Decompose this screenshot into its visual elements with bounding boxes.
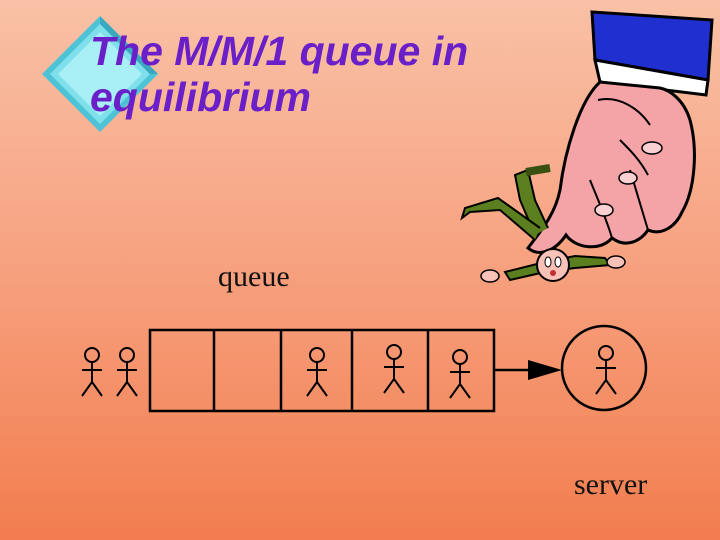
arrow-to-server bbox=[494, 360, 562, 380]
waiting-person bbox=[383, 344, 405, 394]
slide-title: The M/M/1 queue in equilibrium bbox=[90, 28, 469, 120]
waiting-person bbox=[449, 349, 471, 399]
server-circle bbox=[560, 324, 648, 412]
waiting-person bbox=[306, 347, 328, 397]
diamond-bullet-icon bbox=[42, 16, 158, 132]
server-label: server bbox=[574, 468, 648, 501]
arriving-person bbox=[81, 347, 103, 397]
arriving-person bbox=[116, 347, 138, 397]
queue-label: queue bbox=[218, 260, 290, 293]
server-person bbox=[595, 345, 617, 395]
